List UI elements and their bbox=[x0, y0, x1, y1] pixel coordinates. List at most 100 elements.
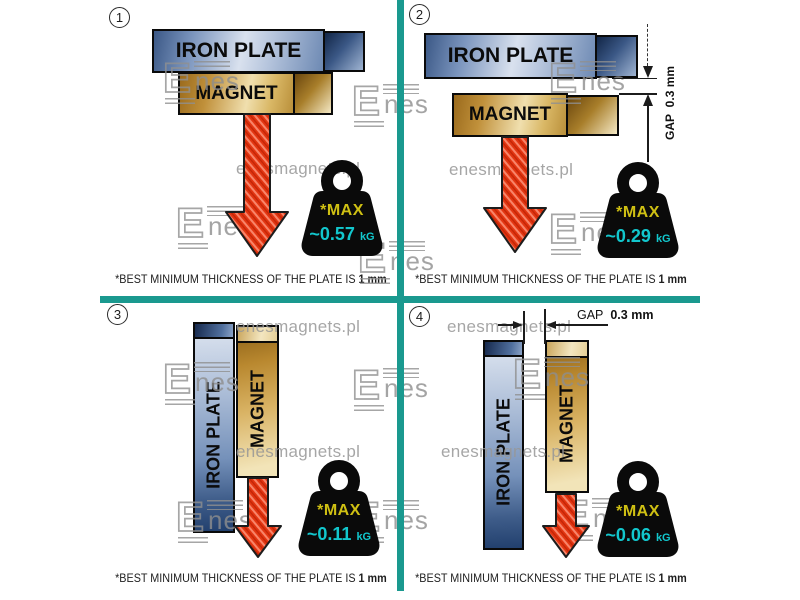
kettlebell-body bbox=[597, 193, 679, 258]
divider-horizontal bbox=[100, 296, 700, 303]
gap-dimension-line bbox=[647, 24, 648, 66]
iron-plate: IRON PLATE bbox=[152, 29, 325, 73]
enes-logo-lines bbox=[165, 399, 195, 408]
gap-extension-line bbox=[544, 309, 546, 344]
footer-note-bold: 1 mm bbox=[658, 272, 687, 286]
force-unit: kG bbox=[356, 531, 372, 543]
enes-logo-lines bbox=[354, 405, 384, 414]
magnet-label: MAGNET bbox=[195, 82, 278, 104]
force-value: ~0.57 kG bbox=[299, 224, 385, 245]
enes-logo-nes: nes bbox=[384, 89, 429, 119]
magnet-side bbox=[293, 72, 333, 115]
enes-logo-lines bbox=[389, 241, 425, 252]
magnet: MAGNET bbox=[178, 72, 295, 115]
force-arrow-icon bbox=[234, 477, 282, 558]
iron-plate-label: IRON PLATE bbox=[493, 398, 513, 506]
force-arrow-shape bbox=[542, 493, 590, 558]
footer-note-text: *BEST MINIMUM THICKNESS OF THE PLATE IS bbox=[415, 571, 659, 585]
weight-kettlebell-icon: *MAX ~0.11 kG bbox=[296, 460, 382, 558]
footer-note: *BEST MINIMUM THICKNESS OF THE PLATE IS … bbox=[400, 571, 700, 585]
enes-logo-e: E bbox=[548, 205, 578, 252]
magnet: MAGNET bbox=[452, 93, 568, 137]
enes-logo-e: E bbox=[351, 77, 381, 124]
footer-note: *BEST MINIMUM THICKNESS OF THE PLATE IS … bbox=[100, 272, 400, 286]
force-arrow-icon bbox=[542, 493, 590, 558]
iron-plate-top-face bbox=[483, 340, 524, 357]
force-arrow-shape bbox=[234, 477, 282, 558]
gap-label: GAP bbox=[577, 308, 604, 322]
force-number: ~0.06 bbox=[605, 525, 651, 545]
enes-logo-nes: nes bbox=[384, 373, 429, 403]
gap-extension-line bbox=[612, 77, 657, 79]
weight-kettlebell-icon: *MAX ~0.29 kG bbox=[595, 162, 681, 260]
gap-extension-line bbox=[619, 93, 657, 95]
gap-label: GAP bbox=[663, 113, 677, 140]
kettlebell-body bbox=[301, 191, 383, 256]
iron-plate-label: IRON PLATE bbox=[447, 44, 574, 67]
enes-logo-lines bbox=[551, 249, 581, 258]
weight-kettlebell-icon: *MAX ~0.57 kG bbox=[299, 160, 385, 258]
enes-logo-lines bbox=[178, 537, 208, 546]
force-unit: kG bbox=[655, 532, 671, 544]
gap-value: 0.3 mm bbox=[610, 308, 654, 322]
magnet-label: MAGNET bbox=[468, 104, 552, 125]
gap-dimension-line bbox=[647, 106, 649, 162]
force-arrow-shape bbox=[483, 136, 547, 253]
enes-logo-nes: nes bbox=[384, 505, 429, 535]
iron-plate-side bbox=[595, 35, 638, 78]
footer-note-text: *BEST MINIMUM THICKNESS OF THE PLATE IS bbox=[115, 571, 359, 585]
iron-plate: IRON PLATE bbox=[193, 322, 235, 533]
footer-note-text: *BEST MINIMUM THICKNESS OF THE PLATE IS bbox=[415, 272, 659, 286]
gap-value: 0.3 mm bbox=[663, 65, 677, 108]
force-arrow-shape bbox=[225, 113, 289, 257]
panel-3-number: 3 bbox=[107, 304, 128, 325]
force-arrow-icon bbox=[225, 113, 289, 257]
magnet-side bbox=[566, 95, 619, 136]
magnet-label: MAGNET bbox=[247, 369, 267, 448]
kettlebell-shape bbox=[597, 162, 679, 258]
force-number: ~0.11 bbox=[306, 524, 352, 544]
kettlebell-shape bbox=[301, 160, 383, 256]
force-number: ~0.57 bbox=[309, 224, 355, 244]
footer-note-text: *BEST MINIMUM THICKNESS OF THE PLATE IS bbox=[115, 272, 359, 286]
gap-arrow-down-icon bbox=[643, 66, 653, 78]
force-arrow-icon bbox=[483, 136, 547, 253]
force-value: ~0.06 kG bbox=[595, 525, 681, 546]
force-value: ~0.11 kG bbox=[296, 524, 382, 545]
max-label: *MAX bbox=[320, 202, 364, 219]
magnet: MAGNET bbox=[236, 325, 279, 478]
gap-annotation: GAP 0.3 mm bbox=[663, 66, 677, 140]
iron-plate-label: IRON PLATE bbox=[175, 39, 302, 62]
footer-note-bold: 1 mm bbox=[358, 272, 387, 286]
max-label: *MAX bbox=[616, 204, 660, 221]
iron-plate-top-face bbox=[193, 322, 235, 339]
force-number: ~0.29 bbox=[605, 226, 651, 246]
gap-arrow-up-icon bbox=[643, 94, 653, 106]
magnet-top-face bbox=[236, 325, 279, 343]
enes-logo-lines bbox=[178, 243, 208, 252]
gap-extension-line bbox=[523, 311, 525, 344]
enes-logo-e: E bbox=[351, 361, 381, 408]
gap-arrow-right-icon bbox=[513, 321, 523, 329]
magnet-label: MAGNET bbox=[556, 384, 577, 463]
weight-kettlebell-icon: *MAX ~0.06 kG bbox=[595, 461, 681, 559]
magnet: MAGNET bbox=[545, 340, 589, 493]
gap-dimension-line bbox=[498, 324, 514, 326]
force-unit: kG bbox=[359, 231, 375, 243]
gap-arrow-left-icon bbox=[546, 321, 556, 329]
footer-note: *BEST MINIMUM THICKNESS OF THE PLATE IS … bbox=[100, 571, 400, 585]
max-label: *MAX bbox=[317, 502, 361, 519]
max-label: *MAX bbox=[616, 503, 660, 520]
panel-2-number: 2 bbox=[409, 4, 430, 25]
footer-note-bold: 1 mm bbox=[658, 571, 687, 585]
footer-note-bold: 1 mm bbox=[358, 571, 387, 585]
iron-plate-side bbox=[323, 31, 365, 72]
enes-logo-e: E bbox=[175, 199, 205, 246]
magnet-top-face bbox=[545, 340, 589, 358]
gap-dimension-line bbox=[556, 324, 608, 326]
divider-vertical bbox=[397, 0, 404, 591]
iron-plate: IRON PLATE bbox=[483, 340, 524, 550]
